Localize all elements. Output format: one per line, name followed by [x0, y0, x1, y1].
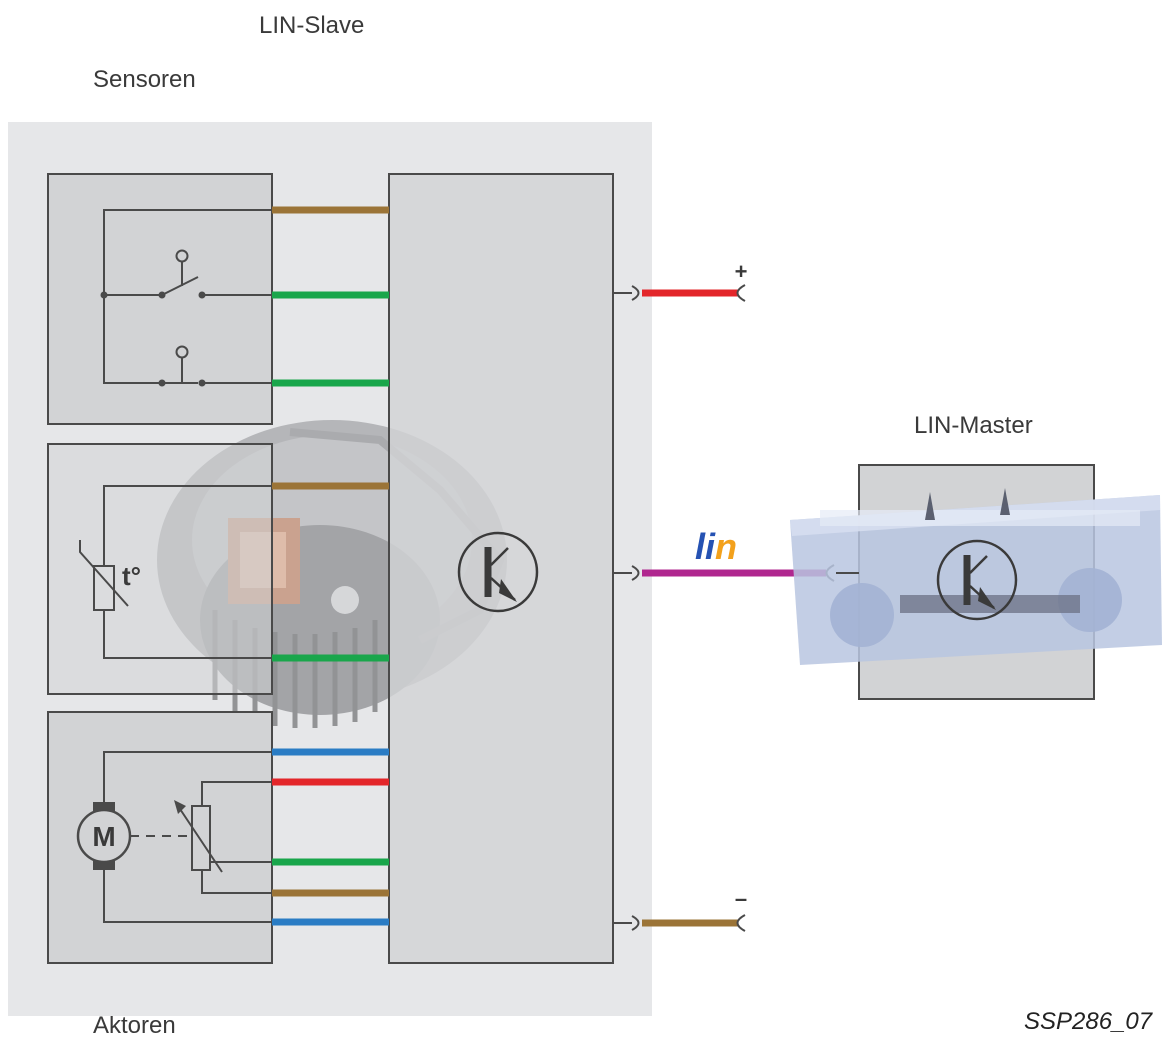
potentiometer-icon — [174, 800, 223, 873]
transistor-icon — [936, 539, 1018, 621]
plus-sign: + — [735, 259, 748, 284]
connector-icon — [736, 914, 746, 932]
slave-controller-box — [388, 173, 614, 964]
figure-reference: SSP286_07 — [1024, 1008, 1153, 1035]
lin-master-label: LIN-Master — [914, 412, 1033, 439]
sensoren-label: Sensoren — [93, 66, 196, 93]
negative-supply: – — [613, 886, 747, 932]
temperature-symbol: t° — [122, 561, 141, 591]
positive-supply: + — [613, 259, 748, 302]
lin-slave-label: LIN-Slave — [259, 12, 365, 39]
connector-icon — [631, 285, 640, 301]
thermistor-icon — [79, 540, 129, 611]
connector-icon — [736, 284, 746, 302]
aktoren-label: Aktoren — [93, 1012, 176, 1039]
sensor-box-switches — [47, 173, 273, 425]
actuator-box-motor: M — [47, 711, 273, 964]
motor-symbol: M — [92, 821, 115, 852]
switch-icon — [158, 249, 206, 299]
minus-sign: – — [735, 886, 747, 911]
connector-icon — [631, 565, 640, 581]
internal-wires — [272, 206, 389, 926]
motor-icon — [76, 802, 132, 870]
connector-icon — [631, 915, 640, 931]
switch-icon — [158, 345, 206, 387]
sensor-box-temperature: t° — [47, 443, 273, 695]
climate-control-panel-image — [790, 488, 1162, 665]
transistor-icon — [457, 531, 539, 613]
lin-logo: lin — [695, 526, 737, 567]
